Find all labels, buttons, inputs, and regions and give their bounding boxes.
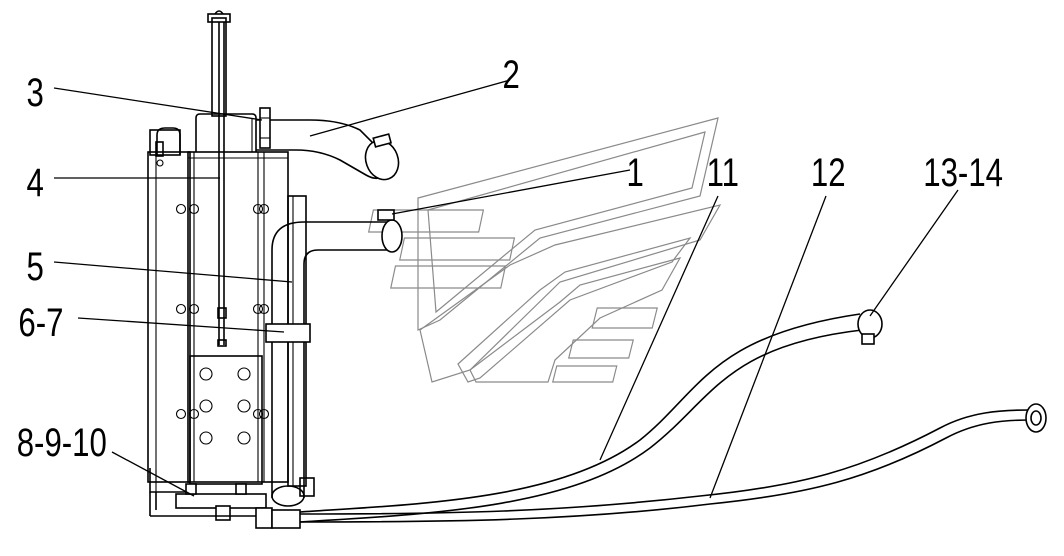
callout-4: 4	[26, 160, 43, 205]
radiator-frame	[147, 127, 307, 493]
mounting-plate	[189, 355, 263, 485]
leader-1	[391, 169, 631, 215]
leader-12	[709, 195, 827, 499]
callout-labels: 3 2 4 5 6-7 8-9-10 1 11 12 13-14	[17, 52, 1003, 465]
leader-3	[53, 87, 263, 121]
hose-12	[299, 403, 1047, 523]
callout-5: 5	[26, 244, 43, 289]
callout-8-9-10: 8-9-10	[17, 420, 107, 465]
drain-fittings	[149, 483, 301, 529]
callout-13-14: 13-14	[923, 150, 1003, 195]
leader-2	[309, 79, 511, 137]
leader-5	[53, 261, 293, 283]
leader-lines	[53, 79, 959, 499]
leader-11	[599, 195, 719, 461]
upper-hose	[256, 107, 400, 181]
background-emblem	[367, 117, 722, 383]
leader-6-7	[77, 317, 285, 333]
leader-8-9-10	[111, 451, 195, 497]
callout-6-7: 6-7	[18, 300, 63, 345]
filler-tube	[207, 10, 231, 347]
lower-pipe	[265, 209, 403, 507]
callout-3: 3	[26, 70, 43, 115]
leader-13-14	[869, 189, 959, 317]
hose-11	[299, 309, 883, 523]
callout-1: 1	[626, 150, 643, 195]
callout-11: 11	[707, 150, 739, 195]
callout-2: 2	[502, 52, 519, 97]
callout-12: 12	[811, 150, 846, 195]
